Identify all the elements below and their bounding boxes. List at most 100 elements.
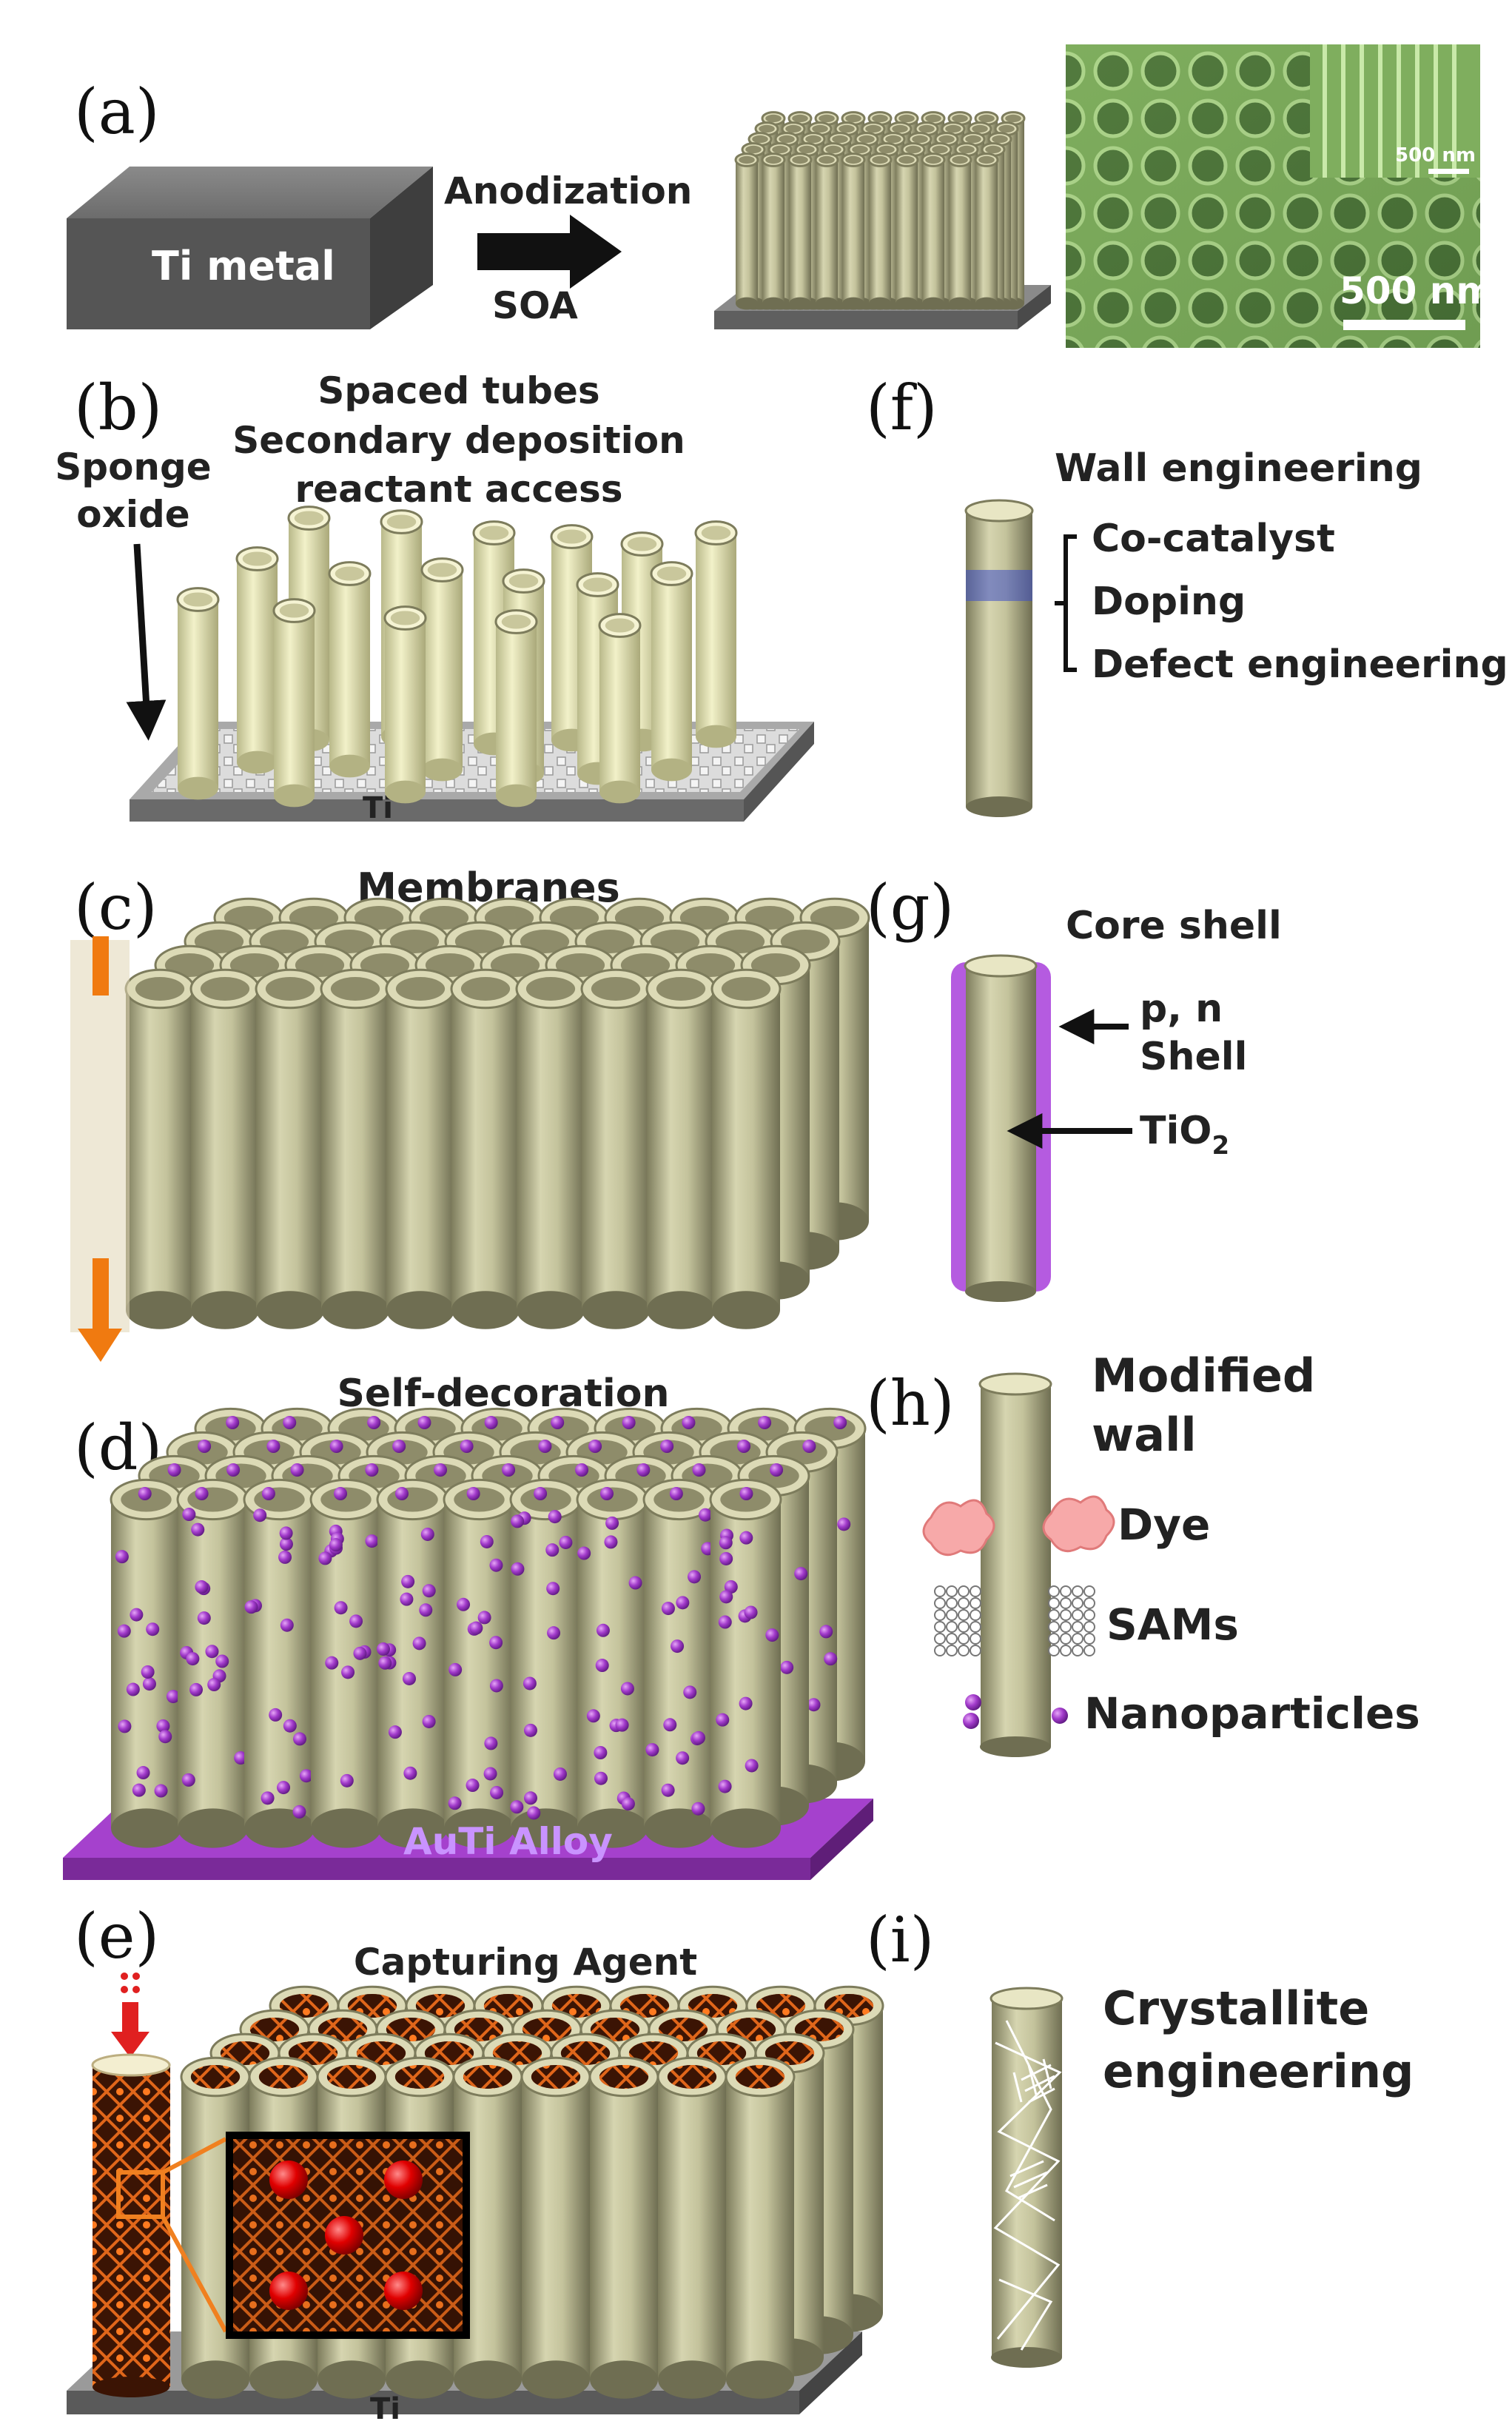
mini-tube — [974, 152, 999, 310]
wall-engineering-bracket — [1055, 534, 1077, 672]
panel-e: Capturing Agent Ti — [67, 1941, 884, 2424]
decorated-tube — [709, 1478, 782, 1848]
spaced-tube — [176, 587, 220, 800]
panel-labels: (a) (b) (c) (d) (e) (f) (g) (h) (i) — [74, 75, 955, 1976]
panel-label-f: (f) — [866, 372, 938, 444]
panel-c: Membranes — [70, 864, 870, 1362]
spaced-tubes-title-2: Secondary deposition — [232, 419, 685, 462]
membrane-tube — [124, 968, 195, 1329]
mini-tube — [841, 152, 866, 310]
mini-tube — [787, 152, 813, 310]
panel-h: Modified wall Dye SAMs Nanoparticles — [922, 1349, 1420, 1757]
nanoparticles-label: Nanoparticles — [1084, 1688, 1420, 1739]
shell-label-2: Shell — [1140, 1035, 1247, 1079]
mini-tube — [734, 152, 759, 310]
spaced-tube — [383, 605, 427, 804]
decorated-tube — [509, 1478, 582, 1848]
membrane-tube — [580, 968, 651, 1329]
sem-scale-label: 500 nm — [1340, 269, 1494, 312]
wall-item-cocatalyst: Co-catalyst — [1092, 517, 1335, 561]
sem-inset: 500 nm — [1310, 44, 1480, 178]
panel-label-h: (h) — [866, 1367, 955, 1440]
wall-modification-band — [966, 570, 1032, 601]
panel-f: Wall engineering Co-catalyst Doping Defe… — [964, 446, 1508, 817]
membrane-tube — [255, 968, 326, 1329]
spaced-tube — [650, 561, 693, 782]
modified-tube — [978, 1372, 1052, 1757]
panel-g: Core shell p, n Shell TiO2 — [951, 904, 1282, 1302]
spaced-tube — [598, 613, 642, 804]
decorated-tube — [376, 1478, 449, 1848]
mini-tube — [761, 152, 786, 310]
decorated-tube — [443, 1478, 516, 1848]
single-tube-f — [964, 499, 1034, 817]
mini-tube — [947, 152, 972, 310]
modified-wall-title-1: Modified — [1092, 1349, 1315, 1403]
spaced-tubes — [176, 506, 738, 808]
wall-item-doping: Doping — [1092, 580, 1246, 624]
sem-inset-scale-bar — [1428, 169, 1469, 174]
sponge-oxide-label-2: oxide — [76, 493, 189, 536]
auti-alloy-label: AuTi Alloy — [403, 1820, 613, 1863]
modified-wall-title-2: wall — [1092, 1408, 1197, 1462]
membrane-tube — [710, 968, 782, 1329]
core-label: TiO2 — [1140, 1109, 1229, 1161]
flow-arrow — [70, 936, 130, 1362]
membrane-tubes — [124, 897, 870, 1329]
capture-tube — [520, 2056, 591, 2399]
sams-right — [1048, 1585, 1095, 1656]
core-shell-title: Core shell — [1066, 904, 1282, 948]
spaced-tubes-title-3: reactant access — [295, 468, 623, 511]
decorated-tube — [309, 1478, 383, 1848]
mini-tube — [814, 152, 839, 310]
spaced-tube — [328, 561, 372, 778]
mini-tube — [867, 152, 893, 310]
nanoparticles-h — [963, 1694, 1068, 1729]
sams-label: SAMs — [1106, 1599, 1239, 1650]
incoming-molecule-arrow — [111, 1973, 149, 2058]
ti-substrate-label-e: Ti — [370, 2392, 400, 2424]
sams-left — [934, 1585, 981, 1656]
sponge-arrow — [126, 543, 167, 741]
spaced-tube — [420, 557, 464, 782]
anodization-arrow: Anodization SOA — [444, 169, 692, 327]
spaced-tube — [494, 609, 538, 808]
capture-tube — [656, 2056, 728, 2399]
mini-tube — [894, 152, 919, 310]
capture-tube — [588, 2056, 659, 2399]
ti-metal-block: Ti metal — [67, 167, 433, 329]
anodized-tube-array — [714, 111, 1051, 329]
wall-engineering-title: Wall engineering — [1055, 446, 1422, 491]
arrow-label-anodization: Anodization — [444, 169, 692, 212]
ti-metal-label: Ti metal — [152, 243, 335, 289]
dye-molecules — [922, 1495, 1115, 1557]
mini-tube — [921, 152, 946, 310]
panel-label-a: (a) — [74, 75, 160, 148]
decorated-tube — [576, 1478, 649, 1848]
capture-tube — [725, 2056, 796, 2399]
panel-label-g: (g) — [866, 871, 954, 944]
spaced-tube — [694, 520, 738, 748]
crystallite-title-2: engineering — [1103, 2044, 1414, 2098]
membrane-tube — [450, 968, 521, 1329]
panel-a: Ti metal Anodization SOA — [67, 44, 1494, 348]
crystallite-title-1: Crystallite — [1103, 1981, 1369, 2035]
panel-d: Self-decoration AuTi Alloy — [63, 1372, 873, 1880]
grain-boundaries — [993, 2020, 1062, 2351]
membrane-tube — [385, 968, 456, 1329]
membrane-tube — [189, 968, 261, 1329]
arrow-label-soa: SOA — [492, 284, 578, 327]
spaced-tube — [235, 546, 279, 774]
membrane-tube — [645, 968, 716, 1329]
sem-inset-scale-label: 500 nm — [1395, 144, 1476, 167]
mof-zoom-inset — [116, 2132, 470, 2339]
crystallite-tube — [989, 1987, 1064, 2368]
panel-b: Spaced tubes Secondary deposition reacta… — [55, 369, 814, 825]
decorated-tube — [243, 1478, 316, 1848]
sem-scale-bar — [1343, 320, 1465, 330]
decorated-tube — [176, 1478, 249, 1848]
panel-label-i: (i) — [866, 1904, 934, 1976]
spaced-tubes-title-1: Spaced tubes — [317, 369, 599, 412]
